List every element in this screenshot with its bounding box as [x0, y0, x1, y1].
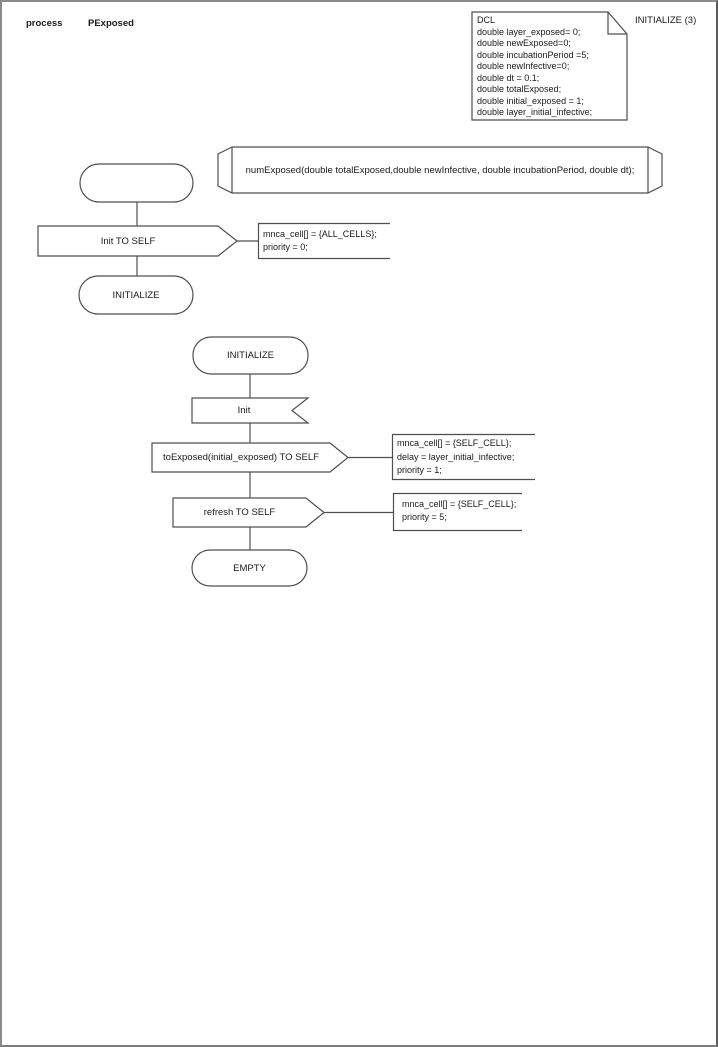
- comment-refresh-bracket[interactable]: [392, 492, 523, 532]
- input-init-shape[interactable]: [191, 397, 310, 424]
- comment-init-text: mnca_cell[] = {ALL_CELLS}; priority = 0;: [263, 228, 377, 253]
- comment-line: delay = layer_initial_infective;: [397, 451, 515, 462]
- procedure-signature-label: numExposed(double totalExposed,double ne…: [245, 164, 635, 176]
- comment-line: mnca_cell[] = {SELF_CELL};: [397, 438, 512, 448]
- comment-toexposed-text: mnca_cell[] = {SELF_CELL}; delay = layer…: [397, 437, 514, 478]
- output-init-to-self-label: Init TO SELF: [100, 235, 156, 247]
- process-name-label: PExposed: [88, 18, 134, 29]
- page-reference-label: INITIALIZE (3): [635, 15, 697, 26]
- comment-toexposed-bracket[interactable]: [391, 433, 536, 481]
- output-toexposed-shape[interactable]: [151, 442, 349, 473]
- dcl-line: double incubationPeriod =5;: [477, 49, 589, 60]
- folded-corner-icon: [607, 12, 627, 35]
- comment-line: mnca_cell[] = {ALL_CELLS};: [263, 229, 377, 239]
- dcl-line: double initial_exposed = 1;: [477, 95, 584, 106]
- dcl-line: double newExposed=0;: [477, 38, 571, 48]
- comment-line: priority = 5;: [402, 512, 447, 522]
- dcl-text-symbol[interactable]: [471, 11, 628, 121]
- comment-refresh-text: mnca_cell[] = {SELF_CELL}; priority = 5;: [402, 498, 516, 524]
- output-refresh-label: refresh TO SELF: [203, 507, 276, 518]
- process-keyword-label: process: [26, 18, 63, 29]
- dcl-line: double layer_exposed= 0;: [477, 26, 581, 37]
- dcl-line: double totalExposed;: [477, 84, 562, 94]
- state-empty-shape[interactable]: [191, 549, 308, 587]
- dcl-declarations-text: DCL double layer_exposed= 0; double newE…: [477, 15, 592, 119]
- dcl-line: double dt = 0.1;: [477, 72, 540, 83]
- start-state-shape[interactable]: [79, 163, 194, 203]
- procedure-signature-symbol[interactable]: [217, 146, 663, 194]
- comment-line: priority = 1;: [397, 465, 442, 476]
- output-toexposed-label: toExposed(initial_exposed) TO SELF: [163, 452, 319, 463]
- state-initialize2-label: INITIALIZE: [227, 350, 274, 361]
- dcl-line: double newInfective=0;: [477, 61, 570, 71]
- output-init-to-self-shape[interactable]: [37, 225, 238, 257]
- comment-init-bracket[interactable]: [257, 222, 391, 260]
- comment-line: mnca_cell[] = {SELF_CELL};: [402, 499, 517, 509]
- output-refresh-shape[interactable]: [172, 497, 325, 528]
- state-initialize-label: INITIALIZE: [112, 289, 160, 301]
- state-empty-label: EMPTY: [233, 562, 266, 574]
- dcl-line: DCL: [477, 15, 496, 25]
- input-init-label: Init: [237, 405, 251, 416]
- state-initialize-shape[interactable]: [78, 275, 194, 315]
- comment-line: priority = 0;: [263, 241, 308, 252]
- dcl-line: double layer_initial_infective;: [477, 107, 593, 117]
